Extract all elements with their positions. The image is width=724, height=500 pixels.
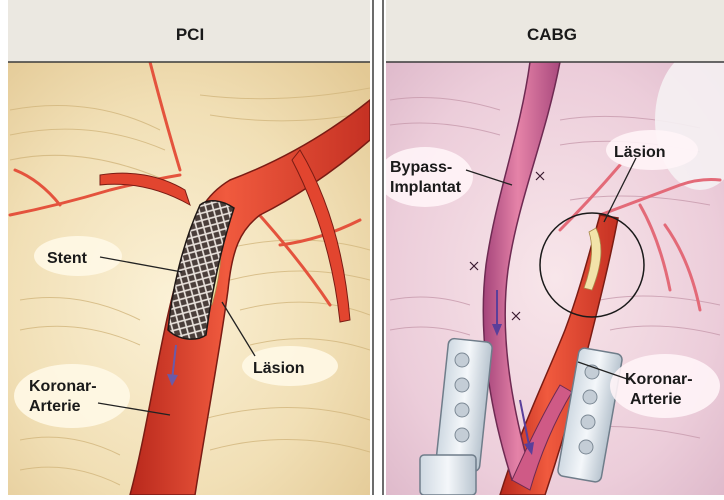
cabg-artery-label-line1: Koronar-: [625, 371, 693, 388]
cabg-artery-label-line2: Arterie: [630, 391, 682, 408]
bypass-label-halo: [377, 147, 473, 207]
cabg-title: CABG: [527, 25, 577, 44]
pci-panel: Stent Läsion Koronar- Arterie: [8, 62, 370, 495]
cabg-panel: Läsion Bypass- Implantat Koronar- Arteri…: [377, 50, 724, 495]
bypass-label-line1: Bypass-: [390, 159, 452, 176]
pci-artery-label-halo: [14, 364, 130, 428]
cabg-lesion-label: Läsion: [614, 144, 666, 161]
left-margin: [0, 0, 8, 495]
pci-artery-label-line1: Koronar-: [29, 378, 97, 395]
pci-artery-label-line2: Arterie: [29, 398, 81, 415]
pci-title: PCI: [176, 25, 204, 44]
bypass-label-line2: Implantat: [390, 179, 462, 196]
stent-label: Stent: [47, 250, 88, 267]
pci-lesion-label: Läsion: [253, 360, 305, 377]
header-background: [0, 0, 724, 62]
